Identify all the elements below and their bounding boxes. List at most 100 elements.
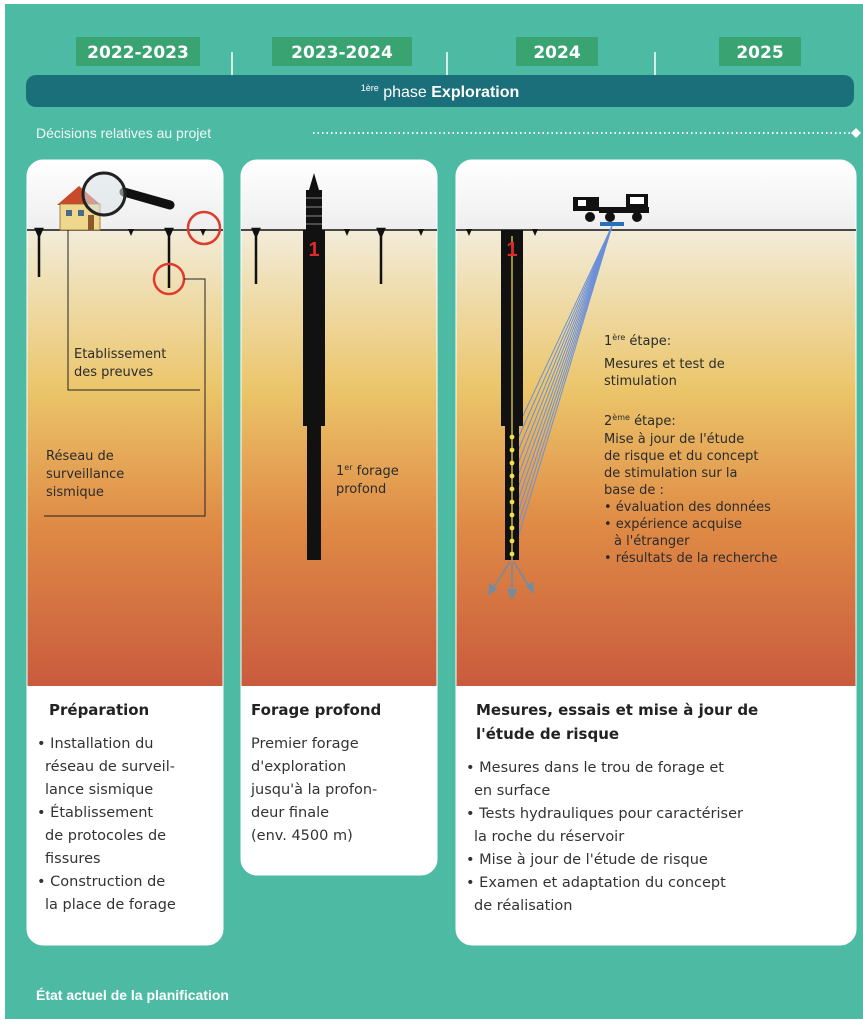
downhole-sensor <box>509 499 515 505</box>
downhole-sensor <box>509 434 515 440</box>
year-box <box>516 37 598 66</box>
decisions-label: Décisions relatives au projet <box>36 125 211 141</box>
text-line: (env. 4500 m) <box>251 828 353 844</box>
footer-status: État actuel de la planification <box>36 987 229 1003</box>
card-title: Forage profond <box>251 701 381 719</box>
card-title: Préparation <box>49 701 149 719</box>
downhole-sensor <box>509 551 515 557</box>
seismic-ray <box>512 225 613 451</box>
downhole-sensor <box>509 447 515 453</box>
drilling-rig-icon <box>306 173 322 230</box>
text-line: • Tests hydrauliques pour caractériser <box>466 806 743 822</box>
phase-title: 1ère phase Exploration <box>361 83 520 101</box>
text-line: d'exploration <box>251 759 346 775</box>
text-line: stimulation <box>604 374 677 389</box>
downhole-sensor <box>509 486 515 492</box>
seismic-sensors <box>251 227 424 284</box>
seismic-ray-lines <box>512 225 613 555</box>
panel-frame <box>240 159 438 876</box>
text-line: base de : <box>604 483 664 498</box>
year-box <box>76 37 200 66</box>
step2-heading: 2ème étape: <box>604 412 676 429</box>
text-line: la roche du réservoir <box>474 829 624 845</box>
sensor-highlight-circle <box>186 210 222 246</box>
panel-forage-profond: 1 1er forage profond Forage profond Prem… <box>240 159 438 876</box>
phase-name: Exploration <box>431 84 519 101</box>
downhole-sensor <box>509 460 515 466</box>
downhole-sensor <box>509 512 515 518</box>
text-line: la place de forage <box>45 897 176 913</box>
panel-frame <box>455 159 857 946</box>
text-line: Mesures et test de <box>604 357 725 372</box>
seismic-sensors <box>34 227 206 288</box>
seismic-ray <box>512 225 613 438</box>
card-title: Mesures, essais et mise à jour de <box>476 701 758 719</box>
leader-line <box>67 230 200 391</box>
measurement-truck-icon <box>573 194 649 226</box>
decision-diamond-icon <box>851 128 861 138</box>
year-label: 2024 <box>533 43 580 63</box>
text-line: • Installation du <box>37 736 153 752</box>
text-line: fissures <box>45 851 101 867</box>
label-sismique: sismique <box>46 485 104 500</box>
timeline-years: 2022-2023 2023-2024 2024 2025 <box>76 37 801 75</box>
seismic-ray <box>512 225 613 529</box>
phase-bar <box>26 75 854 107</box>
text-line: • évaluation des données <box>604 500 771 515</box>
year-label: 2025 <box>736 43 783 63</box>
card-list: • Installation du réseau de surveil-lance… <box>37 736 176 913</box>
seismic-ray <box>512 225 613 490</box>
text-line: Mise à jour de l'étude <box>604 432 744 447</box>
step1-text: Mesures et test de stimulation <box>604 357 725 389</box>
well-number: 1 <box>308 239 319 261</box>
downhole-sensor <box>509 538 515 544</box>
text-line: • résultats de la recherche <box>604 551 778 566</box>
subsurface-gradient <box>241 230 437 686</box>
borehole-casing <box>303 230 325 426</box>
text-line: de réalisation <box>474 898 572 914</box>
text-line: Premier forage <box>251 736 359 752</box>
text-line: jusqu'à la profon- <box>250 782 377 798</box>
label-forage: 1er forage <box>336 463 399 479</box>
leader-line <box>44 278 206 517</box>
text-line: lance sismique <box>45 782 153 798</box>
subsurface-gradient <box>27 230 223 686</box>
stimulation-arrows <box>488 561 535 600</box>
year-box <box>272 37 412 66</box>
year-label: 2023-2024 <box>291 43 393 63</box>
seismic-ray <box>512 225 613 503</box>
seismic-ray <box>512 225 613 464</box>
year-label: 2022-2023 <box>87 43 189 63</box>
text-line: de stimulation sur la <box>604 466 737 481</box>
borehole <box>307 426 321 560</box>
phase-sup: 1ère <box>361 83 379 93</box>
downhole-sensor <box>509 473 515 479</box>
text-line: réseau de surveil- <box>45 759 175 775</box>
text-line: deur finale <box>251 805 329 821</box>
text-line: • Mesures dans le trou de forage et <box>466 760 724 776</box>
seismic-ray <box>512 225 613 516</box>
panel-preparation: Etablissement des preuves Réseau de surv… <box>26 159 224 946</box>
text-line: à l'étranger <box>614 534 690 549</box>
label-profond: profond <box>336 482 386 497</box>
card-title: l'étude de risque <box>476 725 619 743</box>
text-line: de protocoles de <box>45 828 166 844</box>
seismic-ray <box>512 225 613 555</box>
label-reseau: Réseau de <box>46 449 114 464</box>
text-line: • Examen et adaptation du concept <box>466 875 726 891</box>
seismic-sensors <box>466 229 538 236</box>
panel-mesures: 1 1ère étape: Mesures et test destimulat… <box>455 159 857 946</box>
magnifier-icon <box>81 171 175 217</box>
text-line: • Mise à jour de l'étude de risque <box>466 852 708 868</box>
label-preuves: des preuves <box>74 365 153 380</box>
card-list: Premier forage d'exploration jusqu'à la pr… <box>250 736 377 844</box>
panel-frame <box>26 159 224 946</box>
text-line: • Construction de <box>37 874 165 890</box>
downhole-sensors <box>509 434 515 557</box>
seismic-ray <box>512 225 613 477</box>
downhole-sensor <box>509 525 515 531</box>
label-surveillance: surveillance <box>46 467 124 482</box>
